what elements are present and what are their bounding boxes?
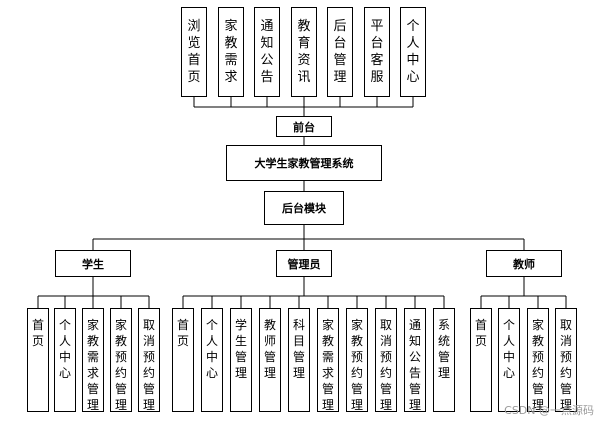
node-label: 后 台 管 理 xyxy=(333,19,347,85)
node-role-teacher: 教师 xyxy=(486,250,562,277)
node-admin-item: 科 目 管 理 xyxy=(288,308,310,412)
node-label: 浏 览 首 页 xyxy=(187,19,201,85)
node-platform-service: 平 台 客 服 xyxy=(364,7,390,97)
node-admin-item: 系 统 管 理 xyxy=(433,308,455,412)
node-teacher-item: 首 页 xyxy=(470,308,492,412)
node-label: 前台 xyxy=(293,120,315,134)
node-student-item: 个 人 中 心 xyxy=(54,308,76,412)
node-label: 平 台 客 服 xyxy=(370,19,384,85)
node-admin-item: 家 教 预 约 管 理 xyxy=(346,308,368,412)
node-admin-item: 家 教 需 求 管 理 xyxy=(317,308,339,412)
node-label: 取 消 预 约 管 理 xyxy=(379,318,392,412)
node-admin-item: 教 师 管 理 xyxy=(259,308,281,412)
node-label: 系 统 管 理 xyxy=(437,318,450,380)
node-admin-item: 个 人 中 心 xyxy=(201,308,223,412)
node-student-item: 家 教 需 求 管 理 xyxy=(82,308,104,412)
node-label: 教 育 资 讯 xyxy=(297,19,311,85)
node-edu-news: 教 育 资 讯 xyxy=(291,7,317,97)
node-label: 学 生 管 理 xyxy=(234,318,247,380)
node-student-item: 取 消 预 约 管 理 xyxy=(138,308,160,412)
node-label: 教师 xyxy=(513,257,535,271)
node-label: 家 教 预 约 管 理 xyxy=(350,318,363,412)
node-teacher-item: 家 教 预 约 管 理 xyxy=(527,308,549,412)
node-teacher-item: 取 消 预 约 管 理 xyxy=(555,308,577,412)
node-label: 取 消 预 约 管 理 xyxy=(559,318,572,412)
node-front: 前台 xyxy=(276,116,332,137)
node-label: 家 教 需 求 管 理 xyxy=(86,318,99,412)
node-label: 家 教 预 约 管 理 xyxy=(531,318,544,412)
node-role-admin: 管理员 xyxy=(276,250,332,277)
node-label: 家 教 预 约 管 理 xyxy=(114,318,127,412)
node-label: 个 人 中 心 xyxy=(205,318,218,380)
node-backend-manage: 后 台 管 理 xyxy=(327,7,353,97)
node-label: 教 师 管 理 xyxy=(263,318,276,380)
node-label: 学生 xyxy=(82,257,104,271)
node-label: 管理员 xyxy=(287,257,321,271)
node-notice: 通 知 公 告 xyxy=(254,7,280,97)
node-admin-item: 首 页 xyxy=(172,308,194,412)
node-student-item: 家 教 预 约 管 理 xyxy=(110,308,132,412)
watermark: CSDN @一点源码 xyxy=(504,404,594,417)
node-label: 首 页 xyxy=(176,318,189,348)
node-browse-home: 浏 览 首 页 xyxy=(181,7,207,97)
node-role-student: 学生 xyxy=(55,250,131,277)
node-system: 大学生家教管理系统 xyxy=(226,145,382,181)
node-teacher-item: 个 人 中 心 xyxy=(498,308,520,412)
node-admin-item: 取 消 预 约 管 理 xyxy=(375,308,397,412)
node-admin-item: 通 知 公 告 管 理 xyxy=(404,308,426,412)
node-personal-center: 个 人 中 心 xyxy=(400,7,426,97)
node-label: 首 页 xyxy=(31,318,44,348)
node-label: 科 目 管 理 xyxy=(292,318,305,380)
node-label: 首 页 xyxy=(474,318,487,348)
node-label: 取 消 预 约 管 理 xyxy=(142,318,155,412)
node-label: 个 人 中 心 xyxy=(58,318,71,380)
node-label: 家 教 需 求 xyxy=(224,19,238,85)
node-label: 个 人 中 心 xyxy=(502,318,515,380)
node-label: 个 人 中 心 xyxy=(406,19,420,85)
node-label: 家 教 需 求 管 理 xyxy=(321,318,334,412)
node-backend: 后台模块 xyxy=(264,191,344,225)
node-label: 大学生家教管理系统 xyxy=(254,157,354,170)
node-label: 通 知 公 告 xyxy=(260,19,274,85)
node-student-item: 首 页 xyxy=(27,308,49,412)
node-label: 后台模块 xyxy=(282,202,326,215)
node-label: 通 知 公 告 管 理 xyxy=(408,318,421,412)
node-tutor-demand: 家 教 需 求 xyxy=(218,7,244,97)
node-admin-item: 学 生 管 理 xyxy=(230,308,252,412)
